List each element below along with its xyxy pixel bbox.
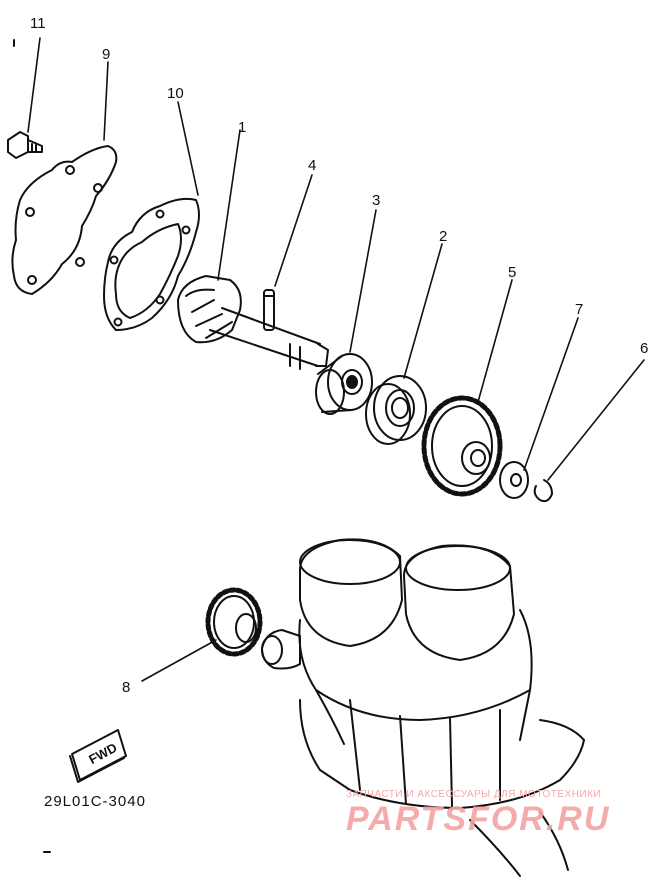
gear-8 <box>205 587 263 657</box>
crankshaft-stub <box>261 629 301 670</box>
watermark-tagline: ЗАПЧАСТИ И АКСЕССУАРЫ ДЛЯ МОТОТЕХНИКИ <box>346 789 602 800</box>
gasket-10 <box>103 197 200 331</box>
fwd-badge <box>69 729 127 783</box>
callout-7: 7 <box>575 301 584 318</box>
bolt-11 <box>7 131 43 159</box>
drawing-code: 29L01C-3040 <box>44 793 146 810</box>
circlip-6 <box>533 479 553 503</box>
callout-10: 10 <box>167 85 184 102</box>
washer-7 <box>499 461 529 499</box>
callout-1: 1 <box>238 119 247 136</box>
callout-8: 8 <box>122 679 131 696</box>
callout-2: 2 <box>439 228 448 245</box>
callout-11: 11 <box>30 15 46 32</box>
impeller-shaft-1 <box>177 275 329 370</box>
callout-6: 6 <box>640 340 649 357</box>
bearing-2 <box>365 375 427 445</box>
callout-4: 4 <box>308 157 317 174</box>
callout-3: 3 <box>372 192 381 209</box>
callout-5: 5 <box>508 264 517 281</box>
cover-9 <box>11 145 118 295</box>
bearing-3 <box>315 353 373 415</box>
gear-5 <box>421 395 503 497</box>
leader-lines <box>27 37 645 682</box>
watermark-logo: PARTSFOR.RU <box>346 800 611 838</box>
callout-9: 9 <box>102 46 111 63</box>
pin-4 <box>263 289 275 331</box>
